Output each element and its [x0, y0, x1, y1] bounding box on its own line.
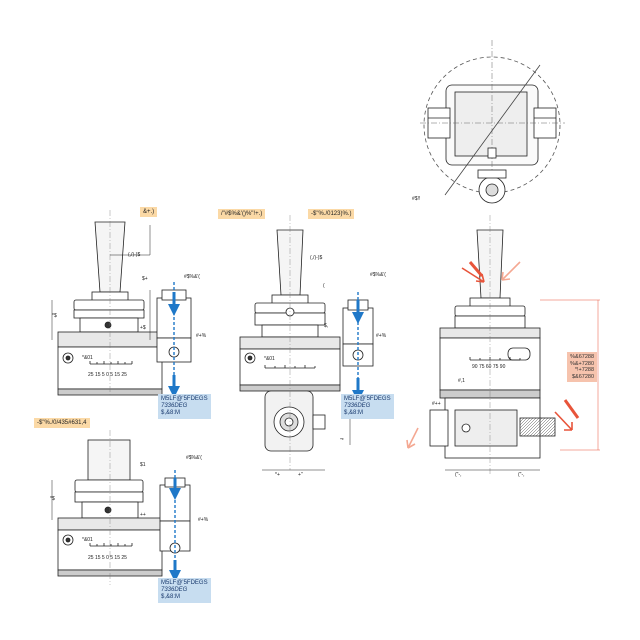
right-assembly — [429, 215, 600, 475]
dim-hash-pct-3: #+% — [198, 517, 209, 523]
dim-plus-s: +$ — [140, 325, 146, 331]
scale-right: 90 75 60 75 90 — [472, 364, 506, 370]
info-2-line-1: M5LF@'5FDEGS — [344, 396, 391, 402]
dim-paren: ( — [323, 283, 325, 289]
dim-hash-pct-1: #+% — [196, 333, 207, 339]
dim-amp01-2: *&01 — [264, 356, 275, 362]
info-2-line-3: $,&8:M — [344, 410, 364, 416]
info-block-2: M5LF@'5FDEGS 7336DEG $,&8:M — [341, 394, 394, 419]
dim-star-s: *$ — [50, 496, 55, 502]
dim-sharp-pp: #++ — [432, 401, 441, 407]
info-3-line-1: M5LF@'5FDEGS — [161, 580, 208, 586]
right-info-block: %&67288 %&+7280 *!+7288 $&67280 — [567, 352, 598, 382]
right-info-line-3: *!+7288 — [574, 367, 595, 373]
dim-s-star-1: *$ — [52, 313, 57, 319]
scale-3: 25 15 5 0 5 15 25 — [88, 555, 127, 561]
dim-sharp1: #,1 — [458, 378, 465, 384]
info-3-line-3: $,&8:M — [161, 594, 181, 600]
info-1-line-1: M5LF@'5FDEGS — [161, 396, 208, 402]
tag-top-left-spindle: &+.) — [140, 207, 158, 217]
dim-amp01-1: *&01 — [82, 355, 93, 361]
right-info-line-2: %&+7280 — [570, 360, 595, 367]
dim-hash-pct-2: #+% — [376, 333, 387, 339]
dim-s1: $1 — [140, 462, 146, 468]
dim-plus-star: +" — [298, 472, 303, 478]
info-block-3: M5LF@'5FDEGS 7336DEG $,&8:M — [158, 578, 211, 603]
info-2-line-2: 7336DEG — [344, 403, 371, 409]
dim-pct-2: #$%&'( — [370, 272, 386, 278]
dim-rbr: ("-, — [518, 472, 525, 478]
motion-arrows — [406, 261, 580, 449]
left-bottom-assembly — [51, 430, 191, 585]
dim-rbl: ("-, — [455, 472, 462, 478]
dim-hash-s: #$!! — [412, 196, 421, 202]
tag-left-lower: -$"%./0/435#631,4 — [34, 418, 90, 428]
circular-detail-view — [420, 40, 565, 205]
dim-b-top: (,/)-)$ — [310, 255, 323, 261]
right-info-line-1: %&67288 — [570, 354, 595, 360]
right-info-line-4: $&67280 — [571, 373, 595, 380]
scale-1: 25 15 5 0 5 15 25 — [88, 372, 127, 378]
left-top-assembly — [51, 210, 192, 398]
dim-s-comma: $, — [324, 323, 329, 329]
dim-a-top: (,/)-)$ — [128, 252, 141, 258]
info-1-line-2: 7336DEG — [161, 403, 188, 409]
dim-pct-1: #$%&'( — [184, 274, 200, 280]
middle-assembly — [239, 215, 374, 471]
info-block-1: M5LF@'5FDEGS 7336DEG $,&8:M — [158, 394, 211, 419]
tag-top-mid-spindle: /"#$%&'()%"!+.) — [218, 209, 266, 219]
info-1-line-3: $,&8:M — [161, 410, 181, 416]
dim-amp01-3: *&01 — [82, 537, 93, 543]
dim-pct-3: #$%&'( — [186, 455, 202, 461]
dim-quote-star: "* — [340, 438, 344, 444]
info-3-line-2: 7336DEG — [161, 587, 188, 593]
tag-top-mid-right: -$"%./0123)%.) — [308, 209, 355, 219]
dim-star-sum: *+ — [275, 472, 280, 478]
dim-s-plus: $+ — [142, 276, 148, 282]
dim-plus-plus: ++ — [140, 512, 146, 518]
